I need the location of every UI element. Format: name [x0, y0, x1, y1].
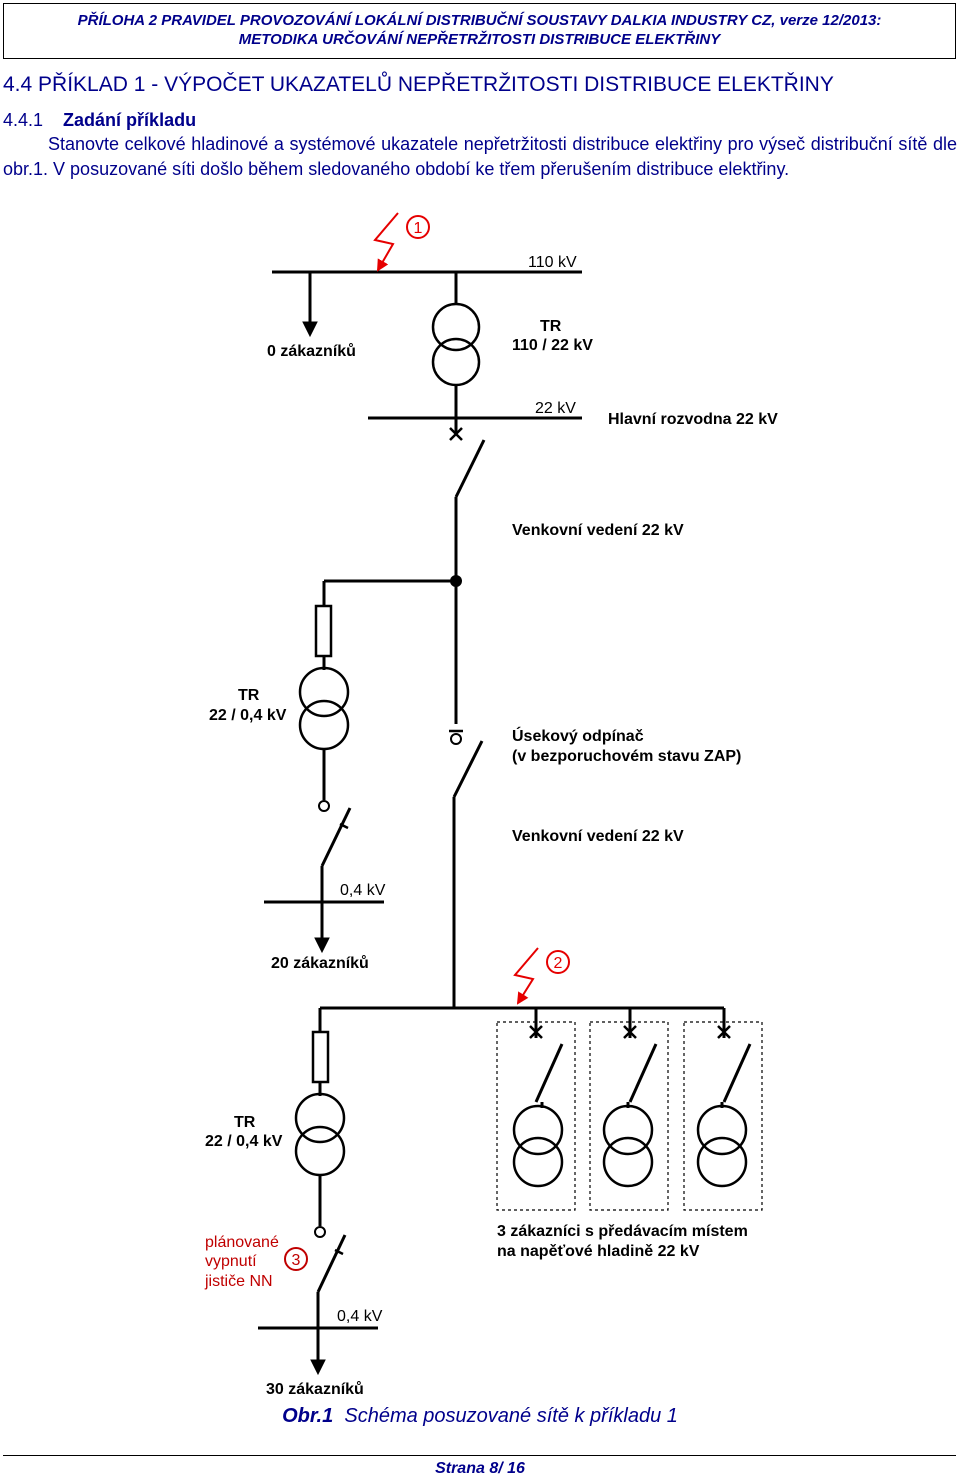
- label-tr1-ratio: 110 / 22 kV: [512, 337, 593, 354]
- label-section-switch-2: (v bezporuchovém stavu ZAP): [512, 748, 741, 765]
- label-bus-22kv: 22 kV: [535, 400, 576, 417]
- label-bus-04kv-a: 0,4 kV: [340, 882, 386, 899]
- caption-label: Obr.1: [282, 1405, 334, 1427]
- tr3-winding-top: [294, 1092, 346, 1144]
- tr1-winding-bottom: [431, 337, 481, 387]
- breaker-cross-mv-2: [623, 1025, 637, 1039]
- mv-tr-3-bottom: [696, 1136, 748, 1188]
- breaker-cross-mv-3: [717, 1025, 731, 1039]
- arrow-20-customers: [314, 937, 330, 954]
- label-0-customers: 0 zákazníků: [267, 343, 356, 360]
- figure-caption: Obr.1 Schéma posuzované sítě k příkladu …: [0, 1405, 960, 1428]
- tr1-winding-top: [431, 302, 481, 352]
- fault-1-number: 1: [414, 220, 423, 237]
- header-line-2: METODIKA URČOVÁNÍ NEPŘETRŽITOSTI DISTRIB…: [238, 31, 721, 48]
- mv-tr-1-bottom: [512, 1136, 564, 1188]
- fuse-1: [314, 604, 333, 658]
- mv-customer-box-1: [496, 1021, 576, 1211]
- fault-2-number: 2: [554, 955, 563, 972]
- mv-customer-box-3: [683, 1021, 763, 1211]
- subsection-number: 4.4.1: [3, 110, 44, 130]
- label-tr1-name: TR: [540, 318, 562, 335]
- header-line-1: PŘÍLOHA 2 PRAVIDEL PROVOZOVÁNÍ LOKÁLNÍ D…: [77, 12, 882, 29]
- label-planned-2: vypnutí: [205, 1253, 257, 1270]
- breaker-cross-main: [449, 427, 463, 441]
- mv-tr-2-bottom: [602, 1136, 654, 1188]
- label-tr3-name: TR: [234, 1114, 256, 1131]
- label-section-switch-1: Úsekový odpínač: [512, 726, 644, 745]
- section-switch-blade: [452, 740, 484, 798]
- mv-switch-2-blade: [628, 1043, 658, 1103]
- mv-tr-3-top: [696, 1104, 748, 1156]
- label-tr2-ratio: 22 / 0,4 kV: [209, 707, 287, 724]
- section-switch-pivot: [450, 733, 462, 745]
- lv-switch-1-marker: [339, 822, 349, 830]
- page-header: PŘÍLOHA 2 PRAVIDEL PROVOZOVÁNÍ LOKÁLNÍ D…: [3, 3, 956, 59]
- mv-customer-box-2: [589, 1021, 669, 1211]
- breaker-blade: [454, 439, 486, 498]
- lv-switch-1-pivot: [318, 800, 330, 812]
- label-30-customers: 30 zákazníků: [266, 1381, 364, 1398]
- arrow-0-customers: [302, 321, 318, 338]
- label-planned-3: jističe NN: [204, 1273, 273, 1290]
- mv-tr-2-top: [602, 1104, 654, 1156]
- label-mv-customers-1: 3 zákazníci s předávacím místem: [497, 1223, 748, 1240]
- label-tr3-ratio: 22 / 0,4 kV: [205, 1133, 283, 1150]
- label-planned-1: plánované: [205, 1234, 279, 1251]
- subsection-heading: 4.4.1 Zadání příkladu: [3, 110, 196, 131]
- label-mv-customers-2: na napěťové hladině 22 kV: [497, 1243, 700, 1260]
- lv-switch-2-marker: [334, 1248, 344, 1256]
- arrow-30-customers: [310, 1359, 326, 1376]
- label-20-customers: 20 zákazníků: [271, 955, 369, 972]
- label-bus-04kv-b: 0,4 kV: [337, 1308, 383, 1325]
- lv-switch-1-blade: [320, 807, 352, 867]
- junction-dot: [450, 575, 462, 587]
- mv-tr-1-top: [512, 1104, 564, 1156]
- tr2-winding-top: [298, 666, 350, 718]
- tr3-winding-bottom: [294, 1125, 346, 1177]
- caption-text: Schéma posuzované sítě k příkladu 1: [344, 1405, 678, 1427]
- mv-switch-3-blade: [722, 1043, 752, 1103]
- planned-3-circle: [284, 1247, 308, 1271]
- label-main-substation: Hlavní rozvodna 22 kV: [608, 411, 778, 428]
- tr2-winding-bottom: [298, 699, 350, 751]
- fault-1-circle: [406, 215, 430, 239]
- mv-switch-1-blade: [534, 1043, 564, 1103]
- label-overhead-line-2: Venkovní vedení 22 kV: [512, 828, 684, 845]
- fault-2-lightning-icon: [513, 947, 539, 1005]
- section-heading: 4.4 PŘÍKLAD 1 - VÝPOČET UKAZATELŮ NEPŘET…: [3, 73, 834, 96]
- lv-switch-2-pivot: [314, 1226, 326, 1238]
- label-bus-110kv: 110 kV: [528, 254, 577, 271]
- breaker-cross-mv-1: [529, 1025, 543, 1039]
- fault-2-circle: [546, 950, 570, 974]
- fault-1-lightning-icon: [373, 212, 399, 272]
- footer-divider: [3, 1455, 956, 1456]
- label-tr2-name: TR: [238, 687, 260, 704]
- subsection-title: Zadání příkladu: [63, 110, 197, 130]
- label-overhead-line-1: Venkovní vedení 22 kV: [512, 522, 684, 539]
- fuse-2: [311, 1030, 330, 1084]
- task-paragraph: Stanovte celkové hladinové a systémové u…: [3, 134, 957, 179]
- lv-switch-2-blade: [316, 1234, 347, 1293]
- page-number: Strana 8/ 16: [435, 1460, 525, 1477]
- planned-3-number: 3: [292, 1252, 301, 1269]
